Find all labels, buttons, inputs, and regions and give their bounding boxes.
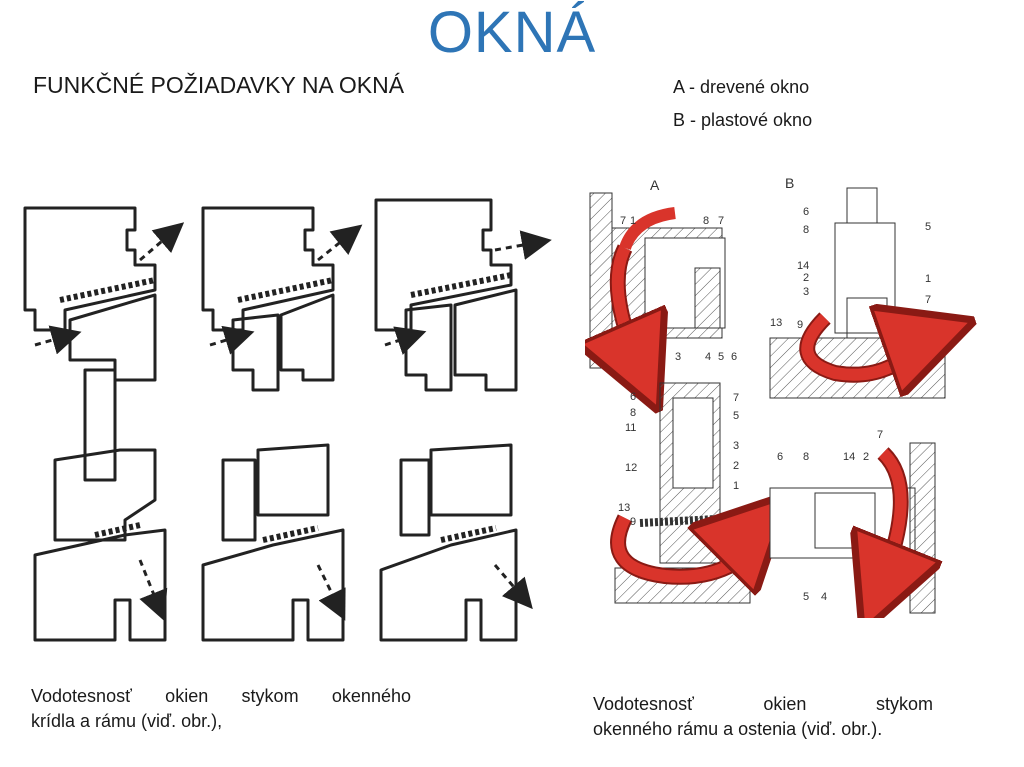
label-a-bottom-1: 6 [630,391,636,403]
frame-reveal-details-figure: A 7 1 8 7 3 4 5 6 6 8 11 12 13 9 7 5 3 2… [585,175,1020,618]
label-b-bottom-7: 4 [821,591,827,603]
label-b-top-5: 3 [803,286,809,298]
label-b-bottom-4: 2 [863,451,869,463]
legend-plastic-window: B - plastové okno [673,110,813,130]
label-a-bottom-r1: 7 [733,392,739,404]
label-b-top-r3: 7 [925,294,931,306]
slide-title: OKNÁ [427,0,597,65]
detail-a-bottom [610,382,755,604]
caption-right: Vodotesnosť okien stykom okenného rámu a… [593,692,933,742]
section-3 [374,198,518,642]
label-a-top-2: 1 [630,215,636,227]
label-b-top-r2: 1 [925,273,931,285]
caption-left-line-2: krídla a rámu (viď. obr.), [31,711,223,731]
slide-subtitle: FUNKČNÉ POŽIADAVKY NA OKNÁ [33,72,405,98]
label-b-top-r1: 5 [925,221,931,233]
label-a-bottom-4: 12 [625,462,637,474]
label-panel-b: B [785,175,794,191]
caption-left-line-1: Vodotesnosť okien stykom okenného [31,686,411,706]
label-a-top-1: 7 [620,215,626,227]
label-a-top-bottom-3: 5 [718,351,724,363]
label-a-bottom-5: 13 [618,502,630,514]
label-b-top-7: 9 [797,319,803,331]
label-a-bottom-6: 9 [630,516,636,528]
detail-a-top [590,192,726,368]
label-a-bottom-r3: 3 [733,440,739,452]
caption-right-line-1: Vodotesnosť okien stykom [593,694,933,714]
label-a-bottom-2: 8 [630,407,636,419]
section-1 [23,206,167,642]
label-b-bottom-1: 6 [777,451,783,463]
label-b-bottom-5: 7 [877,429,883,441]
sash-frame-sections-figure [23,198,552,642]
label-b-top-6: 13 [770,317,782,329]
label-b-top-4: 2 [803,272,809,284]
label-b-bottom-2: 8 [803,451,809,463]
label-a-bottom-r5: 1 [733,480,739,492]
label-a-top-bottom-2: 4 [705,351,711,363]
legend-wooden-window: A - drevené okno [673,77,810,97]
label-panel-a: A [650,177,660,193]
label-a-top-bottom-1: 3 [675,351,681,363]
section-2 [201,206,345,642]
label-a-top-4: 7 [718,215,724,227]
label-b-top-3: 14 [797,260,809,272]
label-b-top-2: 8 [803,224,809,236]
label-a-top-3: 8 [703,215,709,227]
label-a-bottom-r2: 5 [733,410,739,422]
caption-left: Vodotesnosť okien stykom okenného krídla… [31,684,411,734]
label-a-top-bottom-4: 6 [731,351,737,363]
detail-b-top [769,187,945,399]
label-b-top-1: 6 [803,206,809,218]
detail-b-bottom [769,442,935,613]
label-a-bottom-r4: 2 [733,460,739,472]
label-a-bottom-3: 11 [625,422,636,434]
label-b-bottom-3: 14 [843,451,855,463]
label-b-bottom-6: 5 [803,591,809,603]
caption-right-line-2: okenného rámu a ostenia (viď. obr.). [593,719,883,739]
